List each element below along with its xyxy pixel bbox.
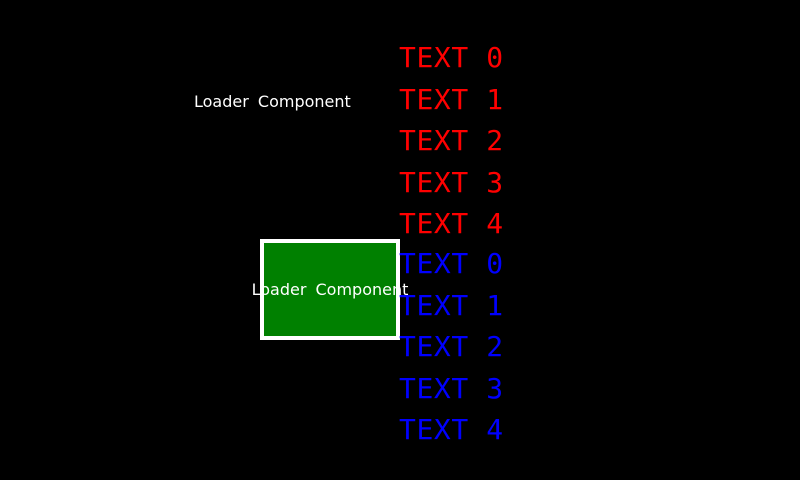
loader-component-box-label: Loader Component [251, 279, 409, 299]
red-text-item: TEXT 3 [399, 165, 504, 199]
red-text-item: TEXT 2 [399, 124, 504, 157]
red-text-item: TEXT 4 [399, 207, 504, 240]
loader-component-box: Loader Component [252, 239, 408, 340]
blue-text-item: TEXT 4 [399, 413, 504, 446]
blue-text-item: TEXT 1 [399, 288, 504, 322]
red-text-item: TEXT 1 [399, 82, 504, 116]
blue-text-item: TEXT 0 [399, 247, 504, 280]
blue-text-item: TEXT 2 [399, 330, 504, 363]
red-text-list: TEXT 0 TEXT 1 TEXT 2 TEXT 3 TEXT 4 [399, 37, 504, 245]
blue-text-item: TEXT 3 [399, 371, 504, 405]
blue-text-list: TEXT 0 TEXT 1 TEXT 2 TEXT 3 TEXT 4 [399, 243, 504, 451]
loader-component-label: Loader Component [194, 92, 351, 111]
red-text-item: TEXT 0 [399, 41, 504, 74]
